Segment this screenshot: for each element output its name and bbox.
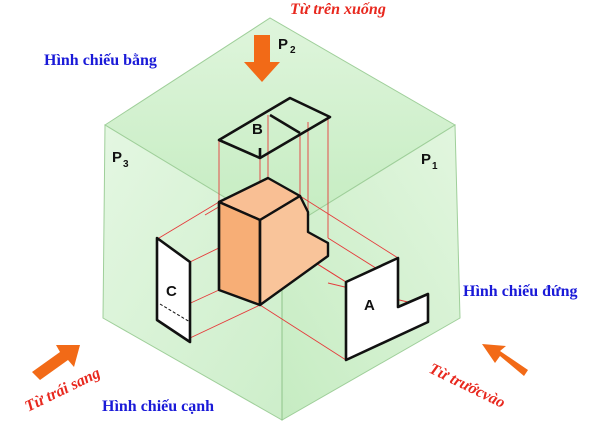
label-projection-b: B xyxy=(252,121,263,138)
projection-c xyxy=(155,236,192,344)
projection-a xyxy=(344,256,430,362)
object-3d xyxy=(217,176,330,307)
label-side-view: Hình chiếu cạnh xyxy=(102,398,214,415)
svg-text:P: P xyxy=(278,36,288,53)
plane-label-p3: P 3 xyxy=(112,149,129,170)
svg-text:P: P xyxy=(421,151,431,168)
svg-text:3: 3 xyxy=(123,159,129,170)
label-top-view: Hình chiếu bằng xyxy=(44,52,157,69)
plane-label-p1: P 1 xyxy=(421,151,438,172)
svg-text:2: 2 xyxy=(290,45,296,56)
plane-label-p2: P 2 xyxy=(278,36,296,56)
label-front-view: Hình chiếu đứng xyxy=(463,283,578,300)
arrow-left-to-right xyxy=(32,345,80,380)
svg-text:P: P xyxy=(112,149,122,166)
label-from-top: Từ trên xuống xyxy=(290,1,386,18)
label-from-front: Từ trướcvào xyxy=(426,360,508,411)
label-projection-c: C xyxy=(166,283,177,300)
label-projection-a: A xyxy=(364,297,375,314)
svg-text:1: 1 xyxy=(432,161,438,172)
arrow-top-down xyxy=(244,35,280,82)
arrow-front-in xyxy=(482,344,528,376)
projection-b xyxy=(217,96,332,160)
